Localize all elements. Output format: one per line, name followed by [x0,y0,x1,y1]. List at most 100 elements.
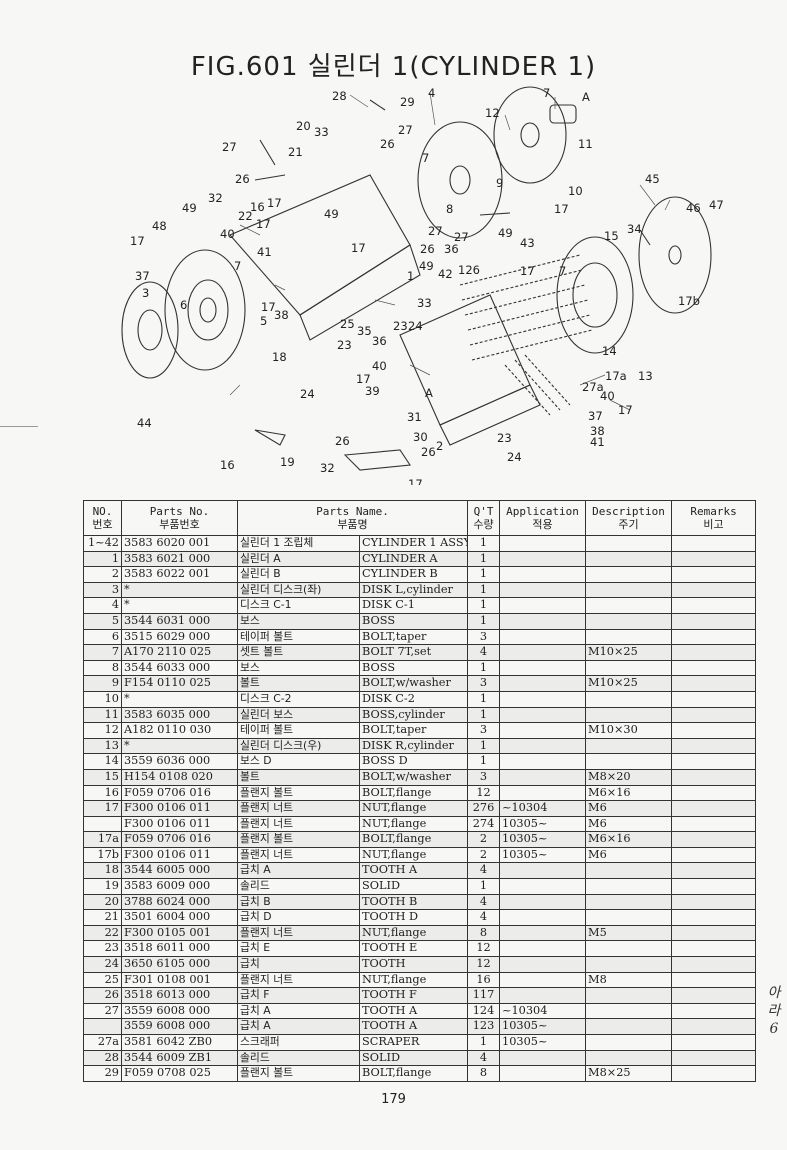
cell-remarks [671,940,757,958]
cell-application [499,862,587,880]
cell-description [585,659,673,677]
cell-name-ko: 플랜지 너트 [237,800,360,817]
cell-no: 22 [83,924,122,942]
cell-qt: 1 [467,535,501,552]
cell-remarks [671,550,757,568]
cell-part-no: 3518 6011 000 [121,940,238,958]
cell-name-en: TOOTH B [358,893,469,911]
cell-application [499,956,587,973]
cell-name-en: BOSS [358,612,469,630]
cell-name-en: BOLT,flange [358,831,469,848]
callout-17b: 17b [678,294,700,308]
cell-name-en: NUT,flange [358,846,469,864]
callout-17j: 17 [618,403,633,417]
cell-remarks [671,862,757,880]
cell-qt: 4 [467,1049,501,1067]
cell-description [585,956,673,973]
cell-remarks [671,1049,757,1067]
cell-part-no: 3583 6035 000 [121,706,238,724]
cell-application [499,706,587,724]
cell-application: 10305~ [499,846,587,864]
callout-37b: 37 [588,409,603,423]
cell-description [585,612,673,630]
callout-17e: 17 [130,234,145,248]
cell-application: 10305~ [499,1034,587,1051]
cell-name-en: BOSS D [358,753,469,770]
cell-name-en: BOSS,cylinder [358,706,469,724]
cell-name-en: NUT,flange [358,924,469,942]
cell-name-en: DISK R,cylinder [358,737,469,755]
cell-remarks [671,581,757,599]
callout-5: 5 [260,314,267,328]
cell-application [499,722,587,739]
cell-no: 13 [83,737,122,755]
cell-part-no: 3650 6105 000 [121,956,238,973]
cell-description [585,1034,673,1051]
cell-remarks [671,1065,757,1082]
cell-description: M6 [585,846,673,864]
callout-42: 42 [438,267,453,281]
cell-name-en: BOLT,flange [358,1065,469,1082]
cell-name-ko: 실린더 디스크(좌) [237,581,360,599]
cell-qt: 1 [467,597,501,614]
cell-name-ko: 급치 A [237,1018,360,1035]
cell-qt: 12 [467,956,501,973]
cell-remarks [671,987,757,1004]
cell-no: 17a [83,831,122,848]
cell-no: 10 [83,690,122,708]
cell-remarks [671,893,757,911]
callout-17f: 17 [351,241,366,255]
cell-application [499,940,587,958]
cell-no [83,1018,122,1035]
cell-part-no: A170 2110 025 [121,644,238,661]
cell-no: 17 [83,800,122,817]
cell-name-ko: 보스 [237,612,360,630]
callout-4: 4 [428,86,435,100]
cell-name-ko: 볼트 [237,675,360,692]
callout-17a: 17a [605,369,627,383]
cell-remarks [671,846,757,864]
callout-18: 18 [272,350,287,364]
callout-16b: 16 [220,458,235,472]
callout-43: 43 [520,236,535,250]
cell-name-en: SOLID [358,1049,469,1067]
callout-24b: 24 [300,387,315,401]
cell-description [585,987,673,1004]
cell-name-en: TOOTH A [358,1018,469,1035]
callout-12: 12 [485,106,500,120]
cell-name-en: BOLT,w/washer [358,675,469,692]
cell-part-no: 3583 6009 000 [121,878,238,895]
cell-part-no: F059 0706 016 [121,831,238,848]
cell-no [83,815,122,833]
callout-34: 34 [627,222,642,236]
callout-44: 44 [137,416,152,430]
callout-48: 48 [152,219,167,233]
cell-qt: 4 [467,862,501,880]
cell-remarks [671,956,757,973]
cell-application [499,924,587,942]
cell-no: 7 [83,644,122,661]
cell-name-ko: 급치 F [237,987,360,1004]
cell-name-ko: 테이퍼 볼트 [237,722,360,739]
cell-name-ko: 솔리드 [237,878,360,895]
cell-name-en: BOLT 7T,set [358,644,469,661]
cell-application [499,987,587,1004]
callout-126: 126 [458,263,480,277]
cell-description [585,940,673,958]
cell-name-ko: 플랜지 볼트 [237,1065,360,1082]
cell-qt: 12 [467,784,501,802]
callout-26c: 26 [420,242,435,256]
cell-remarks [671,737,757,755]
cell-remarks [671,1002,757,1020]
cell-name-ko: 급치 A [237,862,360,880]
